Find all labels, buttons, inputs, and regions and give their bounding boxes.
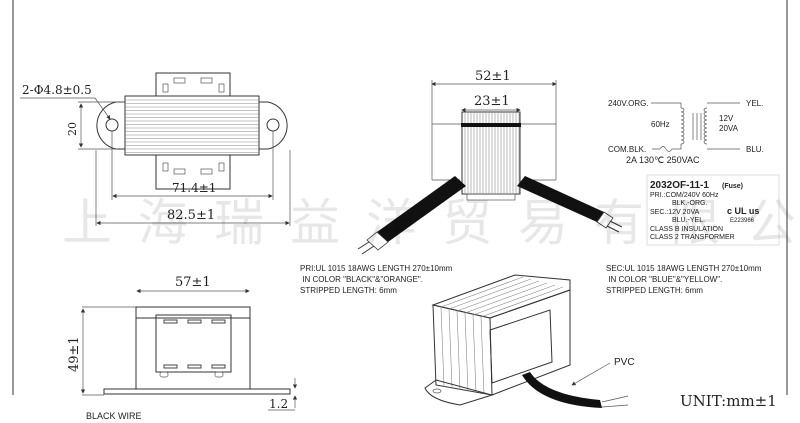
lamination-line xyxy=(456,310,461,390)
lamination-line xyxy=(464,312,469,392)
lamination-line xyxy=(480,286,564,318)
lamination-line xyxy=(440,276,524,308)
hole-spacing-label: 71.4±1 xyxy=(172,181,216,195)
slot xyxy=(163,364,178,369)
unit-label: UNIT:mm±1 xyxy=(680,392,777,410)
sec-power-label: 20VA xyxy=(719,124,739,133)
fuse-icon xyxy=(652,144,682,152)
overall-width-label: 52±1 xyxy=(475,69,511,84)
pvc-label: PVC xyxy=(614,357,635,368)
core-width-label: 23±1 xyxy=(474,94,510,109)
fuse-rating-label: 2A 130℃ 250VAC xyxy=(626,155,700,165)
label-line: BLU.-YEL. xyxy=(672,217,705,224)
label-line: PRI.:COM/240V 60Hz xyxy=(650,192,719,199)
isometric-view: PVC xyxy=(424,274,635,408)
pri-note: STRIPPED LENGTH: 6mm xyxy=(300,286,397,295)
model-number: 2032OF-11-1 xyxy=(650,180,709,191)
sec-voltage-label: 12V xyxy=(719,114,734,123)
ul-file-number: E223966 xyxy=(730,218,755,224)
lamination-line xyxy=(472,314,477,393)
side-view: 57±1 49±1 1.2 BLACK WIRE xyxy=(67,275,298,421)
sec-note: SEC:UL 1015 18AWG LENGTH 270±10mm xyxy=(606,264,762,273)
primary-coil-icon xyxy=(680,107,685,145)
height-dim-label: 20 xyxy=(66,122,79,136)
top-view: 2-Φ4.8±0.5 20 71.4±1 82.5±1 xyxy=(20,72,291,226)
sec-top-label: YEL. xyxy=(746,99,763,108)
ul-logo: c UL us xyxy=(727,206,759,216)
label-line: CLASS B INSULATION xyxy=(650,226,723,233)
lamination-line xyxy=(448,278,532,310)
wire-note: BLACK WIRE xyxy=(86,411,142,421)
slot xyxy=(163,319,178,324)
pri-top-label: 240V.ORG. xyxy=(608,99,649,108)
overall-length-label: 82.5±1 xyxy=(167,208,215,223)
label-line: BLK.-ORG. xyxy=(672,200,707,207)
lamination-line xyxy=(448,308,453,389)
base-thickness-label: 1.2 xyxy=(269,397,288,411)
side-height-label: 49±1 xyxy=(67,336,82,372)
label-line: CLASS 2 TRANSFORMER xyxy=(650,234,735,241)
freq-label: 60Hz xyxy=(651,120,670,129)
lamination-line xyxy=(440,306,445,387)
slot xyxy=(211,364,226,369)
watermark: 上海瑞益洋贸易有限公 xyxy=(62,194,800,252)
lamination-line xyxy=(456,280,540,312)
label-line: SEC.:12V 20VA xyxy=(650,209,700,216)
pri-bottom-label: COM.BLK. xyxy=(608,145,646,154)
sec-bottom-label: BLU. xyxy=(746,145,764,154)
wire-notes: PRI:UL 1015 18AWG LENGTH 270±10mm IN COL… xyxy=(300,264,777,410)
pri-note: IN COLOR "BLACK"&"ORANGE". xyxy=(300,275,423,284)
sec-note: IN COLOR "BLUE"&"YELLOW". xyxy=(606,275,722,284)
lamination-line xyxy=(480,316,485,395)
side-width-label: 57±1 xyxy=(175,275,211,290)
lamination-line xyxy=(464,282,548,314)
pri-note: PRI:UL 1015 18AWG LENGTH 270±10mm xyxy=(300,264,453,273)
lamination-line xyxy=(472,284,556,316)
rating-label: 2032OF-11-1 (Fuse) PRI.:COM/240V 60Hz BL… xyxy=(646,174,780,246)
end-view: 52±1 23±1 xyxy=(357,69,623,255)
hole-spec-label: 2-Φ4.8±0.5 xyxy=(22,83,92,97)
secondary-coil-icon xyxy=(703,107,708,145)
sec-note: STRIPPED LENGTH: 6mm xyxy=(606,286,703,295)
slot xyxy=(211,319,226,324)
wiring-schematic: 240V.ORG. 60Hz COM.BLK. YEL. BLU. 12V 20… xyxy=(608,99,764,165)
slot xyxy=(187,319,202,324)
fuse-note: (Fuse) xyxy=(722,183,743,190)
slot xyxy=(187,364,202,369)
